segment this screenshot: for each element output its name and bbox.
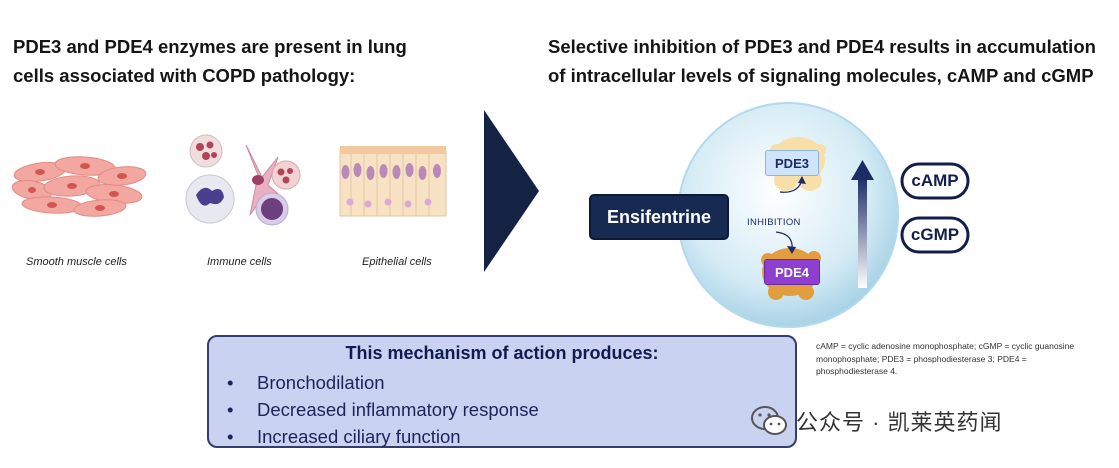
cgmp-badge bbox=[900, 216, 970, 254]
smooth-muscle-cells-image bbox=[11, 156, 147, 217]
left-heading: PDE3 and PDE4 enzymes are present in lun… bbox=[13, 36, 407, 86]
moa-item-text: Decreased inflammatory response bbox=[257, 399, 539, 420]
wechat-icon bbox=[751, 406, 787, 435]
cell-label-smooth-muscle: Smooth muscle cells bbox=[26, 256, 127, 268]
bullet-icon: • bbox=[227, 399, 234, 420]
moa-title: This mechanism of action produces: bbox=[345, 343, 659, 363]
right-heading: Selective inhibition of PDE3 and PDE4 re… bbox=[548, 36, 1096, 86]
immune-cells-image bbox=[185, 134, 301, 226]
pde3-label: PDE3 bbox=[765, 150, 819, 176]
mechanism-of-action-box: This mechanism of action produces: • Bron… bbox=[207, 335, 797, 448]
cell-label-immune: Immune cells bbox=[207, 256, 272, 268]
cgmp-label: cGMP bbox=[910, 225, 960, 244]
list-item: • Increased ciliary function bbox=[227, 423, 539, 450]
list-item: • Bronchodilation bbox=[227, 369, 539, 396]
moa-item-text: Increased ciliary function bbox=[257, 426, 461, 447]
camp-badge bbox=[900, 162, 970, 200]
pde4-label: PDE4 bbox=[764, 259, 820, 285]
camp-label: cAMP bbox=[911, 171, 959, 190]
epithelial-cells-image bbox=[339, 146, 447, 217]
up-arrow-icon bbox=[851, 160, 874, 288]
watermark-text: 公众号 · 凯莱英药闻 bbox=[796, 410, 1003, 435]
moa-list: • Bronchodilation • Decreased inflammatory… bbox=[227, 369, 539, 450]
watermark: 公众号 · 凯莱英药闻 bbox=[750, 405, 1003, 437]
chevron-arrow-icon bbox=[484, 110, 539, 272]
inhibition-label: INHIBITION bbox=[747, 217, 801, 228]
list-item: • Decreased inflammatory response bbox=[227, 396, 539, 423]
moa-item-text: Bronchodilation bbox=[257, 372, 385, 393]
ensifentrine-badge: Ensifentrine bbox=[589, 194, 729, 240]
bullet-icon: • bbox=[227, 426, 234, 447]
bullet-icon: • bbox=[227, 372, 234, 393]
cell-label-epithelial: Epithelial cells bbox=[362, 256, 432, 268]
abbreviation-footnote: cAMP = cyclic adenosine monophosphate; c… bbox=[816, 341, 1075, 376]
